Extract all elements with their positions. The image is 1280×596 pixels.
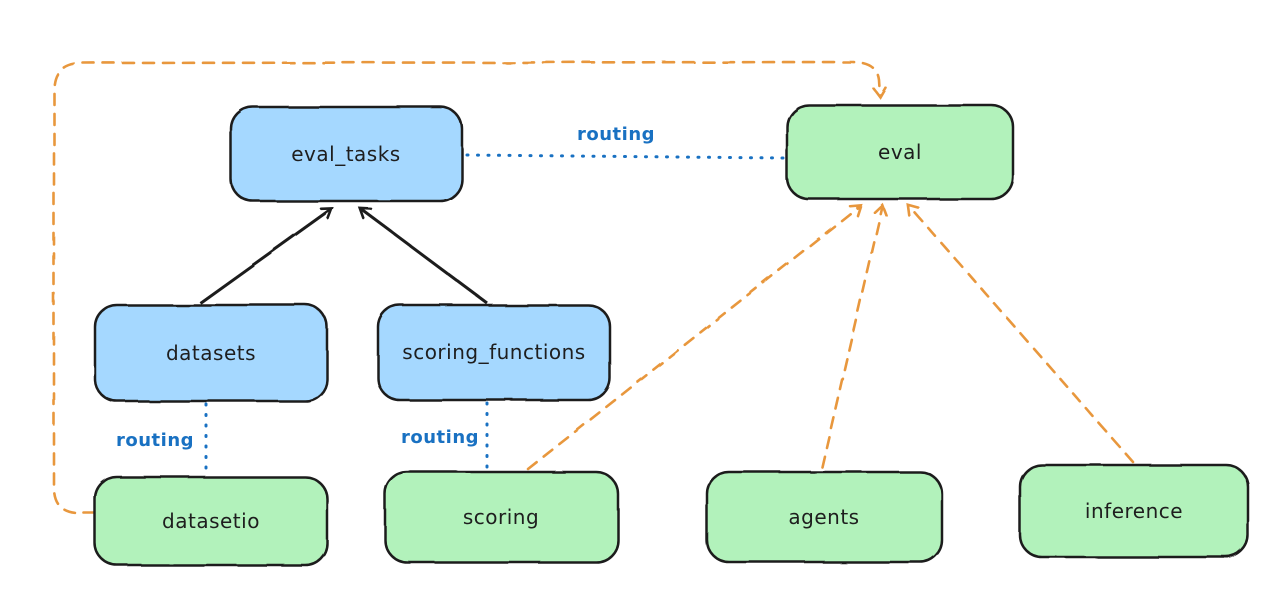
node-agents [705,470,944,564]
edge-datasets-to-eval-tasks [199,209,331,305]
node-eval-tasks [229,105,464,203]
node-eval [785,103,1015,201]
node-datasetio [93,475,329,567]
node-scoring-functions [376,303,612,402]
node-label-agents: agents [788,505,859,529]
node-label-scoring: scoring [463,505,539,529]
edge-agents-to-eval [820,206,882,469]
node-label-datasets: datasets [166,341,256,365]
node-label-eval-tasks: eval_tasks [291,142,400,166]
edge-label-routing-scoring: routing [401,427,479,448]
node-label-eval: eval [878,140,922,164]
edge-eval-tasks-to-eval-routing [465,153,785,160]
edge-scoring-functions-to-eval-tasks [361,209,488,305]
edge-label-routing-top: routing [577,124,655,145]
edge-label-routing-datasetio: routing [116,430,194,451]
node-label-inference: inference [1085,499,1183,523]
node-inference [1018,463,1250,559]
node-scoring [383,470,620,564]
node-datasets [93,303,329,403]
node-label-scoring-functions: scoring_functions [402,340,585,364]
node-label-datasetio: datasetio [162,509,260,533]
edge-scoring-to-eval [526,206,860,471]
edge-datasetio-to-eval [52,60,880,515]
edge-inference-to-eval [909,206,1135,464]
